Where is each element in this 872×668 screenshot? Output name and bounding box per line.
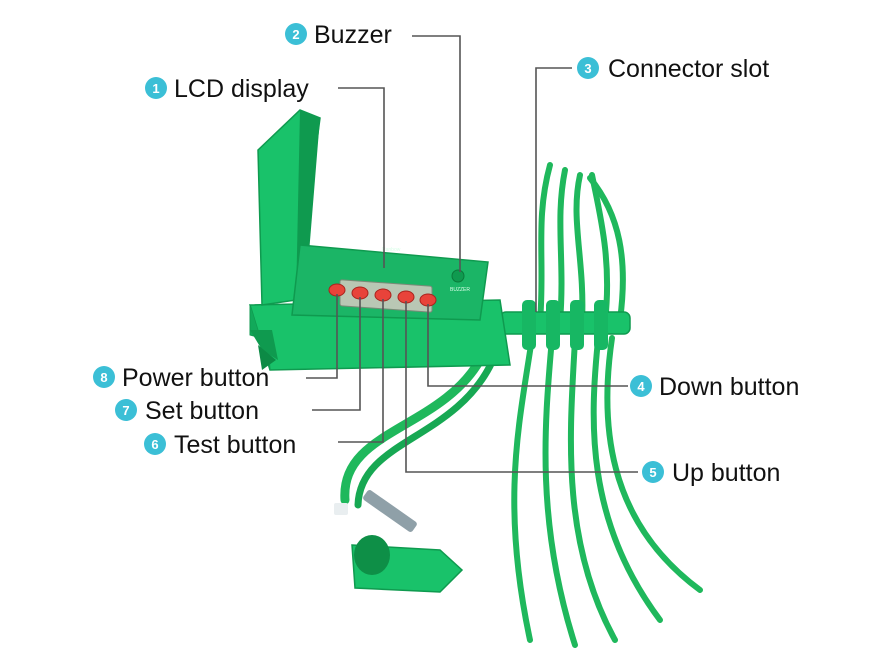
badge-2-number: 2 — [292, 27, 299, 42]
label-connector-slot: 3 Connector slot — [577, 55, 769, 83]
label-5-text: Up button — [672, 459, 780, 487]
badge-7 — [115, 399, 137, 421]
label-lcd-display: 1 LCD display — [145, 75, 309, 103]
water-filter — [334, 490, 464, 593]
brand-text: Ranbow — [382, 247, 401, 253]
badge-3 — [577, 57, 599, 79]
leader-lines — [306, 35, 638, 473]
label-power-button: 8 Power button — [93, 364, 269, 392]
buzzer-grille — [451, 269, 465, 283]
leader-up-button — [405, 301, 638, 473]
label-6-text: Test button — [174, 431, 296, 459]
leader-lcd-display — [338, 87, 385, 268]
label-3-text: Connector slot — [608, 55, 769, 83]
label-set-button: 7 Set button — [115, 397, 259, 425]
label-test-button: 6 Test button — [144, 431, 296, 459]
output-hoses — [511, 335, 703, 648]
leader-buzzer — [412, 35, 461, 272]
leader-down-button — [427, 304, 628, 387]
badge-1-number: 1 — [152, 81, 159, 96]
label-down-button: 4 Down button — [630, 373, 799, 401]
label-7-text: Set button — [145, 397, 259, 425]
label-4-text: Down button — [659, 373, 799, 401]
badge-5-number: 5 — [649, 465, 656, 480]
badge-4-number: 4 — [637, 379, 645, 394]
control-buttons — [328, 283, 437, 307]
leader-power-button — [306, 294, 338, 379]
badge-6-number: 6 — [151, 437, 158, 452]
label-2-text: Buzzer — [314, 21, 392, 49]
inlet-tube — [340, 355, 496, 509]
badge-5 — [642, 461, 664, 483]
leader-set-button — [312, 297, 361, 411]
badge-8-number: 8 — [100, 370, 107, 385]
label-buzzer: 2 Buzzer — [285, 21, 392, 49]
label-1-text: LCD display — [174, 75, 309, 103]
badge-7-number: 7 — [122, 403, 129, 418]
badge-8 — [93, 366, 115, 388]
buzzer-caption: BUZZER — [450, 287, 470, 293]
badge-4 — [630, 375, 652, 397]
badge-3-number: 3 — [584, 61, 591, 76]
irrigation-controller: Ranbow BUZZER — [248, 109, 703, 648]
badge-6 — [144, 433, 166, 455]
leader-connector-slot — [535, 67, 572, 312]
label-8-text: Power button — [122, 364, 269, 392]
connector-bar — [499, 300, 631, 350]
intake-hoses — [537, 162, 626, 325]
badge-2 — [285, 23, 307, 45]
badge-1 — [145, 77, 167, 99]
label-up-button: 5 Up button — [642, 459, 780, 487]
front-panel: Ranbow BUZZER — [291, 244, 489, 321]
leader-test-button — [338, 299, 384, 443]
